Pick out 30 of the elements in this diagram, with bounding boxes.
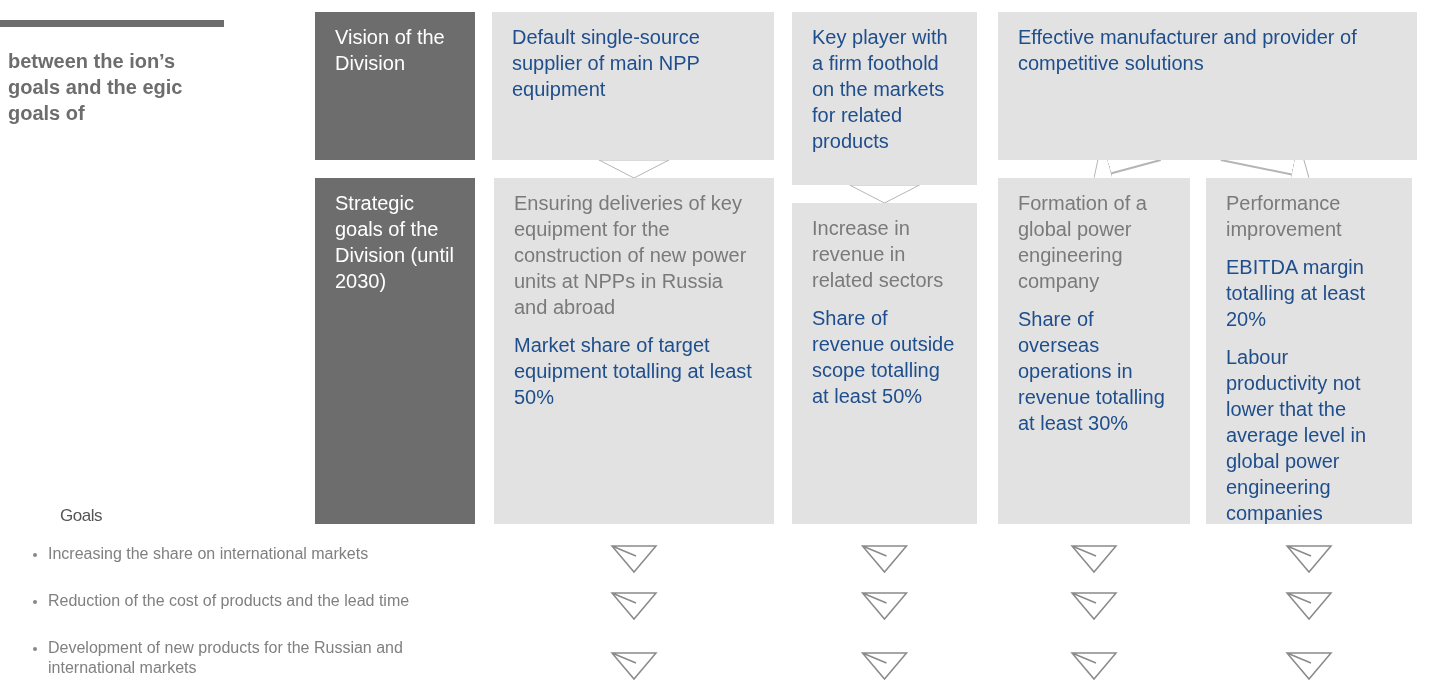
- strategic-goal-box: [494, 178, 774, 524]
- target-text: Market share of target equipment totalling at least 50%: [514, 333, 753, 410]
- vision-box: [998, 12, 1417, 160]
- vision-text: Effective manufacturer and provider of competitive solutions: [1018, 25, 1358, 76]
- section-heading: Goals: [60, 506, 102, 526]
- target-text: Labour productivity not lower that the average level in global power engineering companies: [1226, 345, 1368, 526]
- goal-heading: Formation of a global power engineering company: [1018, 191, 1148, 294]
- row-header-box: [315, 12, 475, 160]
- row-header-text: Strategic goals of the Division (until 2030): [335, 191, 455, 294]
- arrow: [598, 159, 670, 179]
- goal-heading: Ensuring deliveries of key equipment for the construction of new power units at NPPs in Russia and abroad: [514, 191, 748, 320]
- vision-text: Key player with a firm foothold on the markets for related products: [812, 25, 949, 154]
- strategic-goal-box: [998, 178, 1190, 524]
- goal-heading: Increase in revenue in related sectors: [812, 216, 945, 293]
- vision-box: [492, 12, 774, 160]
- vision-text: Default single-source supplier of main NPP equipment: [512, 25, 701, 102]
- goal-item: Development of new products for the Russian and international markets: [48, 638, 404, 678]
- title: between the ion’s goals and the egic goals of: [8, 49, 184, 126]
- goal-heading: Performance improvement: [1226, 191, 1343, 242]
- goal-item: Increasing the share on international markets: [48, 544, 370, 564]
- strategic-goal-box: [792, 203, 977, 524]
- row-header-box: [315, 178, 475, 524]
- strategic-goal-box: [1206, 178, 1412, 524]
- arrow: [849, 184, 920, 204]
- target-text: Share of overseas operations in revenue totalling at least 30%: [1018, 307, 1166, 436]
- goal-item: Reduction of the cost of products and the lead time: [48, 591, 411, 611]
- vision-box: [792, 12, 977, 185]
- target-text: EBITDA margin totalling at least 20%: [1226, 255, 1366, 332]
- target-text: Share of revenue outside scope totalling at least 50%: [812, 306, 956, 409]
- row-header-text: Vision of the Division: [335, 25, 446, 76]
